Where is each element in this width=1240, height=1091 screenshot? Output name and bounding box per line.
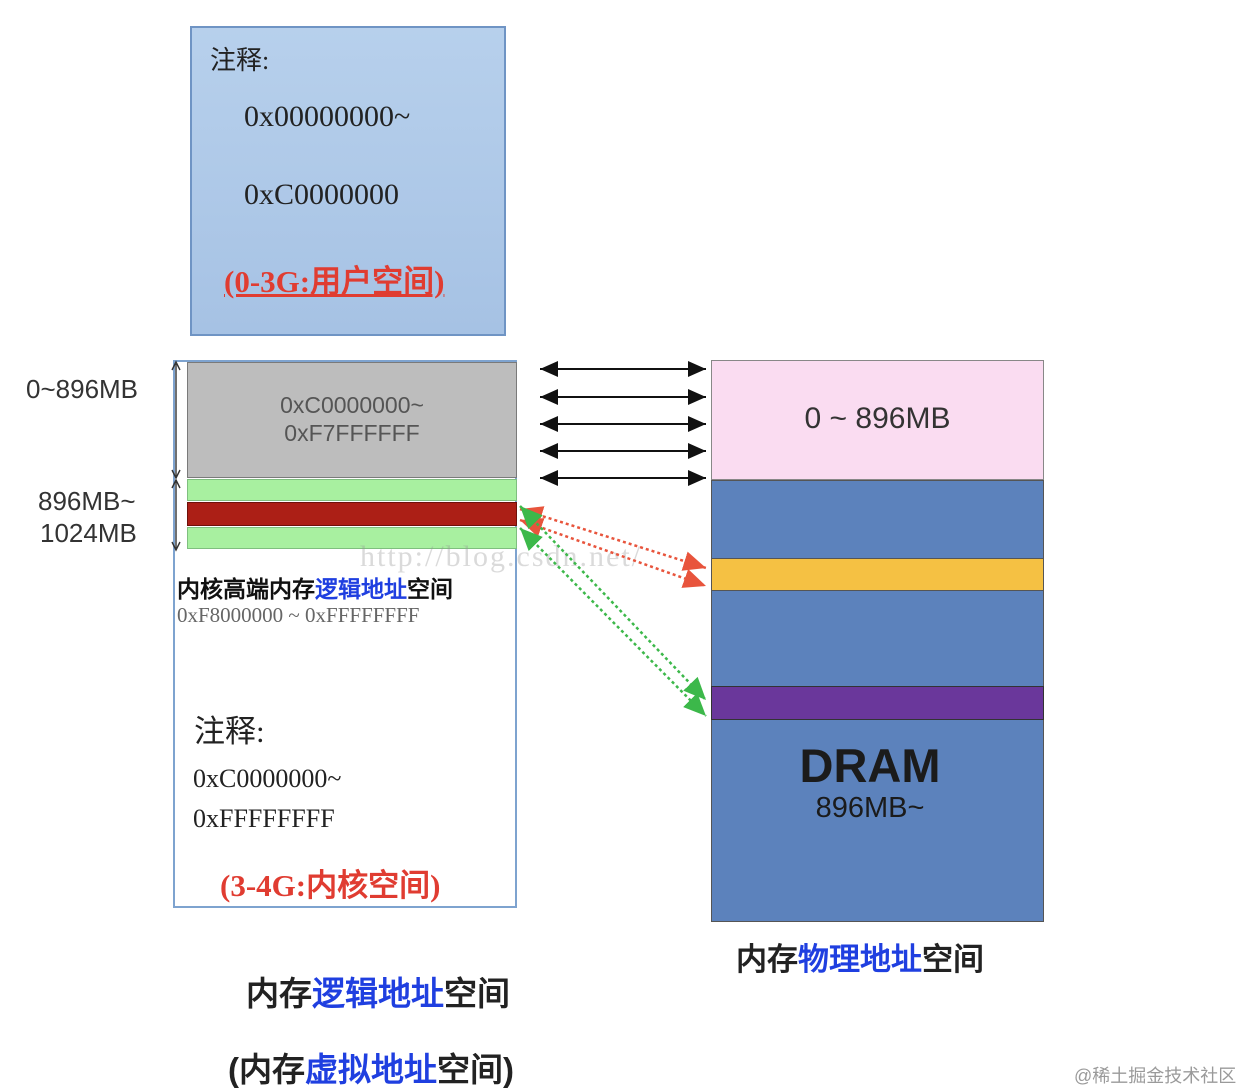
kernel-address-end: 0xFFFFFFFF	[193, 804, 335, 833]
logical-caption-prefix: 内存	[246, 975, 312, 1012]
lowmem-size-label: 0~896MB	[26, 374, 139, 404]
virtual-caption-close: 空间)	[437, 1051, 514, 1088]
dram-purple-band	[711, 686, 1044, 720]
virtual-space-caption: (内存虚拟地址空间)	[228, 1043, 514, 1091]
credit-text: @稀土掘金技术社区	[1074, 1066, 1237, 1086]
dram-yellow-band	[711, 558, 1044, 591]
physical-caption-suffix: 空间	[922, 942, 984, 977]
highmem-title: 内核高端内存逻辑地址空间	[177, 570, 453, 604]
virtual-caption-highlight: 虚拟地址	[305, 1051, 437, 1088]
physical-caption-prefix: 内存	[736, 942, 798, 977]
highmem-green-band-top	[187, 479, 517, 501]
highmem-size-label-end: 1024MB	[40, 518, 137, 548]
user-address-start: 0x00000000~	[244, 100, 411, 133]
phys-lowmem-block	[711, 360, 1044, 480]
user-space-range-label: (0-3G:用户空间)	[224, 264, 445, 299]
dram-title: DRAM	[799, 739, 941, 792]
virtual-caption-open: (内存	[228, 1051, 305, 1088]
logical-caption-suffix: 空间	[444, 975, 510, 1012]
highmem-green-band-bottom	[187, 527, 517, 549]
highmem-title-prefix: 内核高端内存	[177, 576, 315, 602]
dram-size-label: 896MB~	[815, 792, 925, 824]
highmem-green-mapping-arrows	[519, 505, 707, 717]
physical-space-caption: 内存物理地址空间	[736, 934, 984, 979]
physical-caption-highlight: 物理地址	[798, 942, 922, 977]
logical-caption-highlight: 逻辑地址	[312, 975, 444, 1012]
watermark-text: http://blog.csdn.net/	[360, 540, 642, 573]
kernel-lowmem-block	[187, 362, 517, 478]
phys-lowmem-label: 0 ~ 896MB	[804, 402, 951, 435]
kernel-lowmem-address-end: 0xF7FFFFFF	[284, 420, 420, 446]
linear-mapping-arrows	[540, 361, 706, 486]
user-space-box: 注释: 0x00000000~ 0xC0000000 (0-3G:用户空间)	[190, 26, 506, 336]
kernel-address-start: 0xC0000000~	[193, 764, 342, 793]
kernel-space-range-label: (3-4G:内核空间)	[220, 868, 441, 903]
user-address-end: 0xC0000000	[244, 178, 400, 211]
user-note-title: 注释:	[210, 46, 270, 75]
highmem-size-label-start: 896MB~	[38, 486, 136, 516]
highmem-title-suffix: 空间	[407, 576, 453, 602]
highmem-red-band	[187, 502, 517, 526]
highmem-address-range: 0xF8000000 ~ 0xFFFFFFFF	[177, 603, 420, 627]
kernel-note-title: 注释:	[194, 714, 265, 749]
highmem-title-highlight: 逻辑地址	[315, 576, 407, 602]
logical-space-caption: 内存逻辑地址空间	[246, 967, 510, 1015]
kernel-lowmem-address-start: 0xC0000000~	[280, 392, 424, 418]
